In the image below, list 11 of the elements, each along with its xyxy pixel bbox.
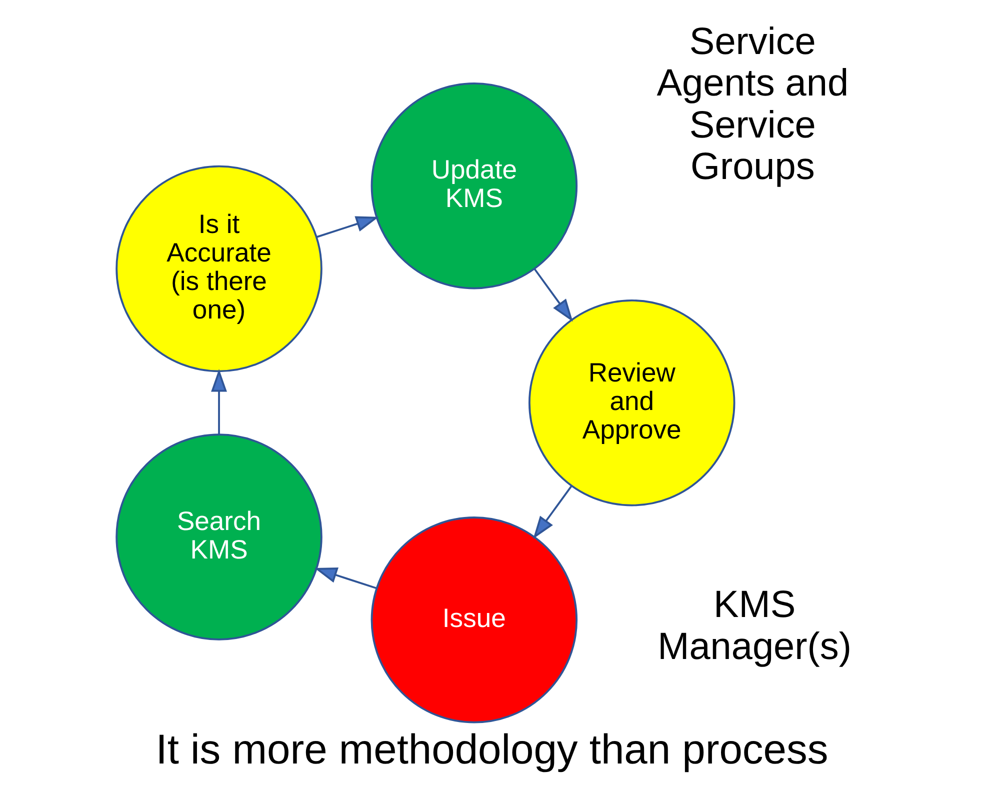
arrow <box>532 486 572 539</box>
label: Service Agents and Service Groups <box>656 20 848 188</box>
arrow <box>316 216 378 238</box>
caption: It is more methodology than process <box>155 725 828 772</box>
arrow <box>314 567 376 590</box>
label: KMS Manager(s) <box>657 584 851 668</box>
node-circle: Search KMS <box>115 434 322 640</box>
arrow <box>533 268 572 322</box>
node-circle: Update KMS <box>370 82 578 290</box>
node-circle: Is it Accurate (is there one) <box>115 165 322 372</box>
arrow <box>210 369 226 434</box>
